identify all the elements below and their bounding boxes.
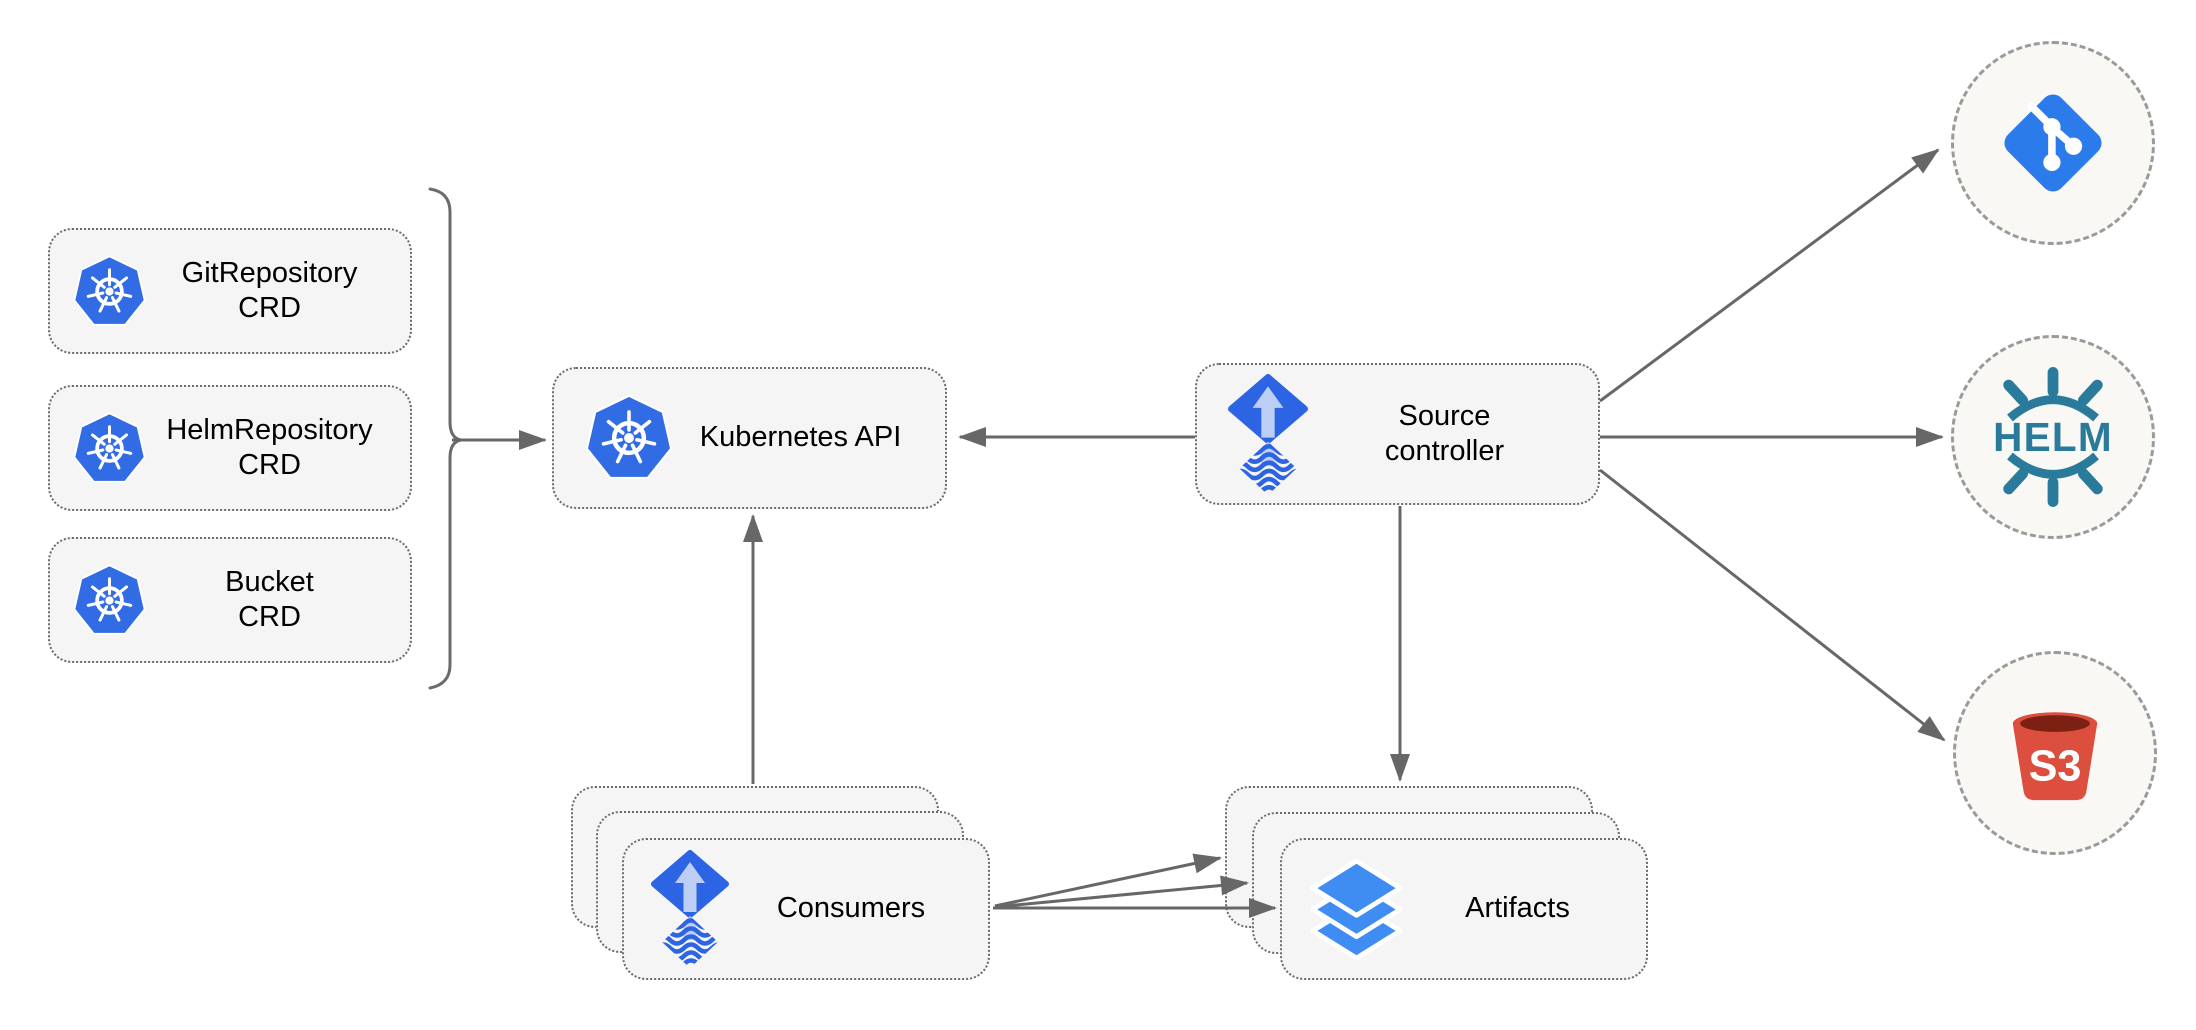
gitrepository-crd-label: GitRepository CRD [181,256,358,324]
kubernetes-icon [584,393,674,483]
layers-icon [1308,859,1405,960]
arrow-consumers-to-artifacts-1 [994,853,1222,908]
kubernetes-api-box: Kubernetes API [552,367,947,509]
source-controller-label: Source controller [1384,399,1505,467]
crd-group-bracket [428,187,462,690]
s3-bucket-icon: S3 [2001,698,2109,808]
consumers-label: Consumers [776,892,926,925]
bucket-crd-box: Bucket CRD [48,537,412,663]
kubernetes-icon [72,254,147,329]
helm-provider-circle: HELM [1951,335,2155,539]
arrow-source-controller-to-git [1599,148,1940,403]
helmrepository-crd-label: HelmRepository CRD [166,413,373,481]
git-icon [1999,89,2107,197]
gitrepository-crd-box: GitRepository CRD [48,228,412,354]
s3-provider-circle: S3 [1953,651,2157,855]
kubernetes-icon [72,411,147,486]
flux-icon [1227,374,1309,495]
s3-logo-text: S3 [2029,742,2082,790]
source-controller-box: Source controller [1195,363,1600,505]
arrow-consumers-to-artifacts-2 [994,875,1249,909]
kubernetes-icon [72,563,147,638]
artifacts-box: Artifacts [1280,838,1648,980]
arrow-source-controller-to-s3 [1599,468,1946,742]
bucket-crd-label: Bucket CRD [225,565,314,633]
kubernetes-api-label: Kubernetes API [699,421,902,454]
helmrepository-crd-box: HelmRepository CRD [48,385,412,511]
flux-icon [650,850,730,968]
artifacts-label: Artifacts [1465,892,1570,925]
helm-logo-text: HELM [1993,414,2113,460]
helm-icon: HELM [1993,361,2113,513]
consumers-box: Consumers [622,838,990,980]
git-provider-circle [1951,41,2155,245]
